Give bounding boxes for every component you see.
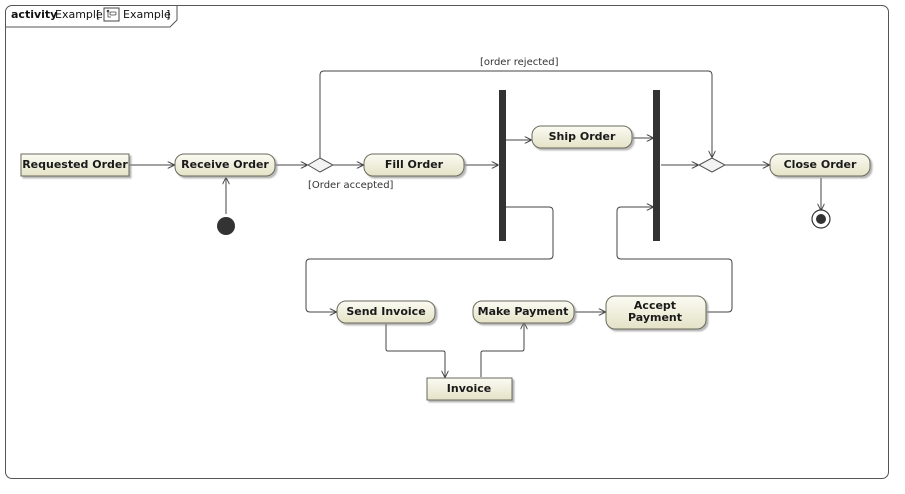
accept-payment-label-line2: Payment (628, 311, 682, 324)
action-accept-payment[interactable]: Accept Payment (605, 295, 707, 330)
fork-bar[interactable] (499, 90, 506, 241)
frame-ref-name: Example (123, 8, 171, 21)
control-flows (130, 70, 821, 377)
action-fill-order[interactable]: Fill Order (363, 153, 465, 177)
receive-order-label: Receive Order (181, 158, 269, 171)
accept-payment-label-line1: Accept (634, 299, 676, 312)
initial-node[interactable] (217, 217, 235, 235)
decision-node[interactable] (307, 157, 335, 173)
merge-node[interactable] (697, 157, 727, 173)
activity-final-node[interactable] (811, 209, 831, 229)
flow-accept-payment-to-join (616, 207, 733, 313)
action-make-payment[interactable]: Make Payment (472, 300, 575, 324)
make-payment-label: Make Payment (478, 305, 569, 318)
frame-name: Example (55, 8, 103, 21)
action-ship-order[interactable]: Ship Order (531, 125, 633, 149)
guard-order-accepted: [Order accepted] (308, 180, 394, 191)
requested-order-label: Requested Order (22, 158, 128, 171)
frame-bracket-open: [ (96, 8, 100, 21)
diagram-frame (5, 5, 889, 479)
action-receive-order[interactable]: Receive Order (174, 153, 276, 177)
frame-bracket-close: ] (166, 8, 170, 21)
guard-order-rejected: [order rejected] (480, 57, 559, 68)
activity-diagram-icon (103, 7, 120, 22)
flow-invoice-to-make-payment (480, 323, 524, 377)
object-node-invoice[interactable]: Invoice (426, 377, 513, 401)
action-send-invoice[interactable]: Send Invoice (336, 300, 436, 324)
frame-title-tab: activity Example [ Example ] (6, 6, 178, 28)
flow-fork-to-send-invoice (305, 206, 554, 312)
fill-order-label: Fill Order (385, 158, 444, 171)
flow-order-rejected (319, 70, 712, 158)
close-order-label: Close Order (784, 158, 857, 171)
invoice-label: Invoice (447, 382, 491, 395)
send-invoice-label: Send Invoice (346, 305, 425, 318)
join-bar[interactable] (653, 90, 660, 241)
ship-order-label: Ship Order (549, 130, 616, 143)
frame-keyword: activity (11, 8, 57, 21)
object-node-requested-order[interactable]: Requested Order (20, 153, 130, 177)
flow-send-invoice-to-invoice (385, 324, 445, 377)
action-close-order[interactable]: Close Order (769, 153, 871, 177)
